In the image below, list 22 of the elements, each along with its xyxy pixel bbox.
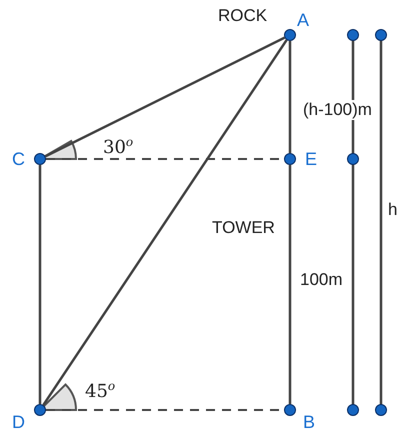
text-label: h <box>388 200 398 220</box>
point-label: C <box>12 149 25 169</box>
line-segment <box>44 36 286 158</box>
line-segment <box>38 165 42 404</box>
point-marker <box>284 404 296 416</box>
point-marker <box>34 404 46 416</box>
line-segment <box>288 165 292 404</box>
point-label: B <box>303 412 316 432</box>
line-segment <box>288 41 292 153</box>
angle-label: 45$^{o}$ <box>85 378 116 402</box>
point-marker <box>284 29 296 41</box>
point-label: A <box>297 10 310 30</box>
point-marker <box>284 153 296 165</box>
point-marker <box>34 153 46 165</box>
line-segment <box>42 39 288 406</box>
point-label: E <box>305 149 318 169</box>
angle-label: 30$^{o}$ <box>103 134 134 158</box>
text-label: TOWER <box>212 218 275 238</box>
text-label: (h-100)m <box>303 100 372 120</box>
text-label: ROCK <box>218 6 268 26</box>
point-label: D <box>12 412 25 432</box>
text-label: 100m <box>300 270 343 290</box>
